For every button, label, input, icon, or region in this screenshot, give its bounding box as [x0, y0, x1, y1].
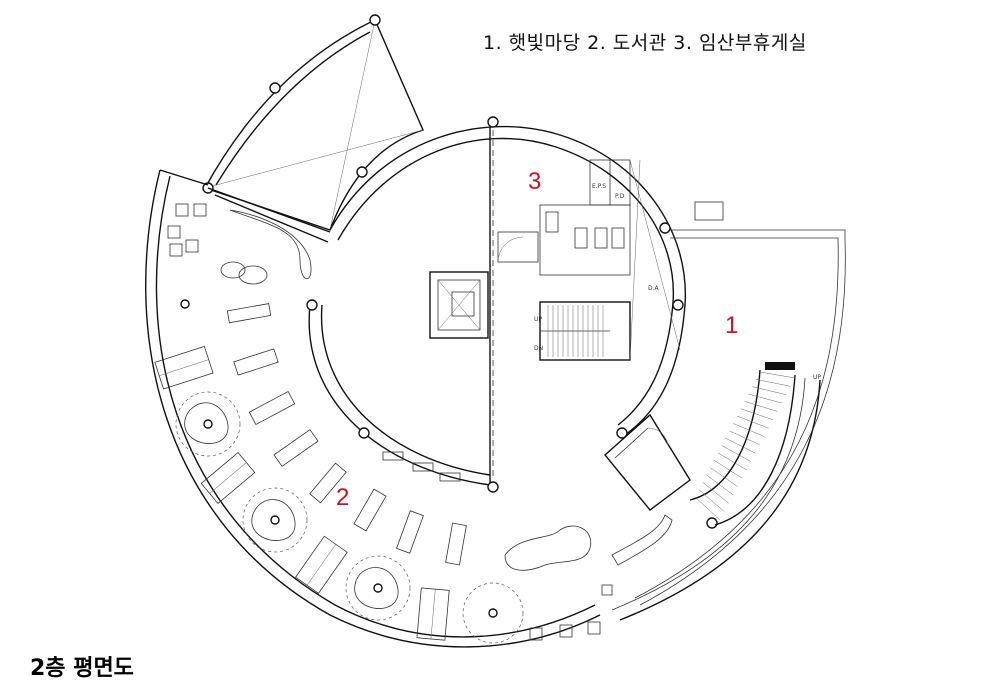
da-label: D.A	[648, 285, 659, 292]
elevator-core	[429, 271, 489, 339]
ramp-tread	[702, 482, 729, 504]
service-rooms	[497, 159, 631, 276]
ramp-tread	[752, 386, 787, 395]
stair-block	[539, 301, 631, 361]
ramp-tread	[756, 379, 791, 387]
ramp-tread	[744, 401, 778, 412]
central-circle	[306, 116, 718, 529]
ramp-tread	[725, 437, 756, 454]
ramp-tread	[698, 489, 725, 512]
ramp-tread	[706, 474, 734, 496]
ramp-tread	[713, 460, 743, 479]
stair-down-label: DN	[534, 345, 544, 352]
eps-label: E.P.S	[592, 183, 607, 190]
ramp-tread	[759, 371, 796, 379]
curved-ramp	[611, 362, 821, 621]
stair-up-label: UP	[534, 316, 543, 323]
library-outer-wall	[145, 169, 601, 648]
ramp-tread	[729, 430, 760, 446]
ramp-tread	[717, 452, 747, 471]
pd-label: P.D	[615, 193, 625, 200]
ramp-tread	[710, 467, 738, 487]
room-number-2: 2	[336, 484, 350, 511]
ramp-tread	[694, 496, 721, 521]
library-furniture	[154, 203, 673, 644]
ramp-tread	[740, 408, 774, 421]
ramp-up-label: UP	[813, 374, 822, 381]
entrance-vestibule	[604, 413, 691, 511]
room-number-1: 1	[725, 312, 739, 339]
ramp-tread	[748, 393, 782, 404]
ramp-tread	[721, 445, 752, 462]
room-legend: 1. 햇빛마당 2. 도서관 3. 임산부휴게실	[483, 32, 807, 54]
plan-title: 2층 평면도	[30, 656, 134, 681]
room-number-3: 3	[528, 168, 542, 195]
ramp-tread	[736, 415, 769, 429]
ramp-tread	[733, 423, 765, 437]
